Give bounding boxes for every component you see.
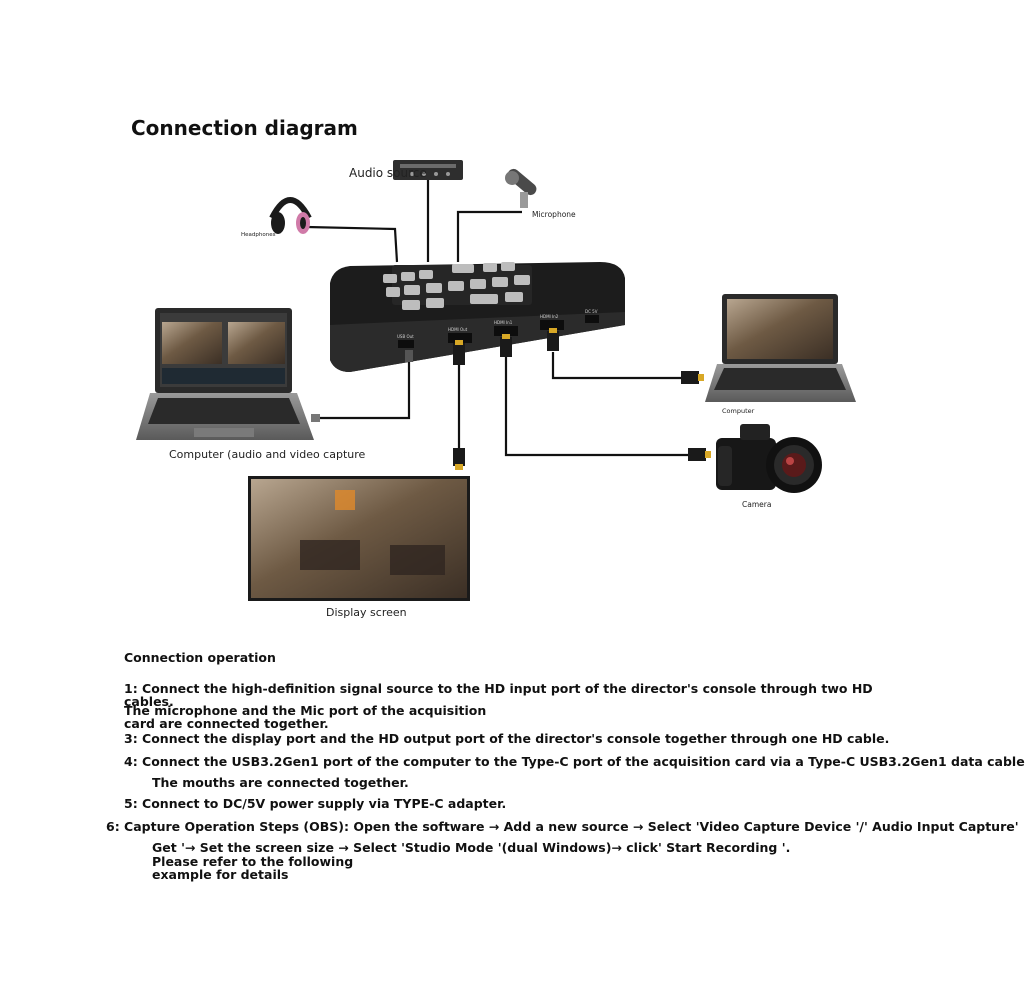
display-label: Display screen bbox=[326, 606, 407, 619]
cable-headphones bbox=[306, 225, 399, 263]
display-screen bbox=[248, 476, 470, 601]
step-4-continued: The mouths are connected together. bbox=[152, 775, 409, 790]
step-2-line-a: The microphone and the Mic port of the a… bbox=[124, 703, 487, 718]
camera-icon bbox=[716, 424, 822, 493]
rear-ports bbox=[398, 315, 599, 348]
cable-usb-computer bbox=[318, 360, 411, 420]
port-usb-label: USB Out bbox=[397, 334, 414, 339]
cable-hdmi-computer bbox=[551, 352, 683, 380]
connectors bbox=[311, 328, 711, 470]
microphone-label: Microphone bbox=[532, 210, 576, 219]
cable-hdmi-camera bbox=[504, 355, 690, 457]
computer-right-label: Computer bbox=[722, 407, 755, 415]
step-6-line-d: example for details bbox=[152, 867, 289, 882]
control-buttons bbox=[383, 262, 530, 310]
step-5: 5: Connect to DC/5V power supply via TYP… bbox=[124, 796, 507, 811]
step-6-line-b: Get '→ Set the screen size → Select 'Stu… bbox=[152, 840, 791, 855]
connection-diagram: Audio source Headphones Microphone bbox=[136, 160, 856, 619]
camera-label: Camera bbox=[742, 500, 771, 509]
step-4: 4: Connect the USB3.2Gen1 port of the co… bbox=[124, 754, 1025, 769]
step-6: 6: Capture Operation Steps (OBS): Open t… bbox=[106, 819, 1019, 834]
step-2-line-b: card are connected together. bbox=[124, 716, 329, 731]
port-dc-label: DC 5V bbox=[585, 309, 598, 314]
computer-left-label: Computer (audio and video capture bbox=[169, 448, 366, 461]
step-1-continued: cables. bbox=[124, 694, 174, 709]
audio-source-device bbox=[393, 160, 463, 180]
laptop-right bbox=[705, 294, 856, 402]
cable-microphone bbox=[456, 210, 522, 262]
port-hdmi-in2-label: HDMI In2 bbox=[540, 314, 559, 319]
cables bbox=[306, 180, 690, 457]
laptop-left bbox=[136, 308, 314, 440]
port-hdmi-in1-label: HDMI In1 bbox=[494, 320, 513, 325]
microphone-icon bbox=[505, 168, 537, 208]
headphones-icon bbox=[269, 197, 312, 234]
operation-heading: Connection operation bbox=[124, 650, 276, 665]
page-title: Connection diagram bbox=[131, 116, 358, 140]
step-3: 3: Connect the display port and the HD o… bbox=[124, 731, 890, 746]
headphones-label: Headphones bbox=[241, 232, 276, 238]
step-6-line-c: Please refer to the following bbox=[152, 854, 354, 869]
step-1: 1: Connect the high-definition signal so… bbox=[124, 681, 873, 696]
port-hdmi-out-label: HDMI Out bbox=[448, 327, 468, 332]
capture-card bbox=[330, 262, 625, 372]
audio-source-label: Audio source bbox=[349, 166, 427, 180]
